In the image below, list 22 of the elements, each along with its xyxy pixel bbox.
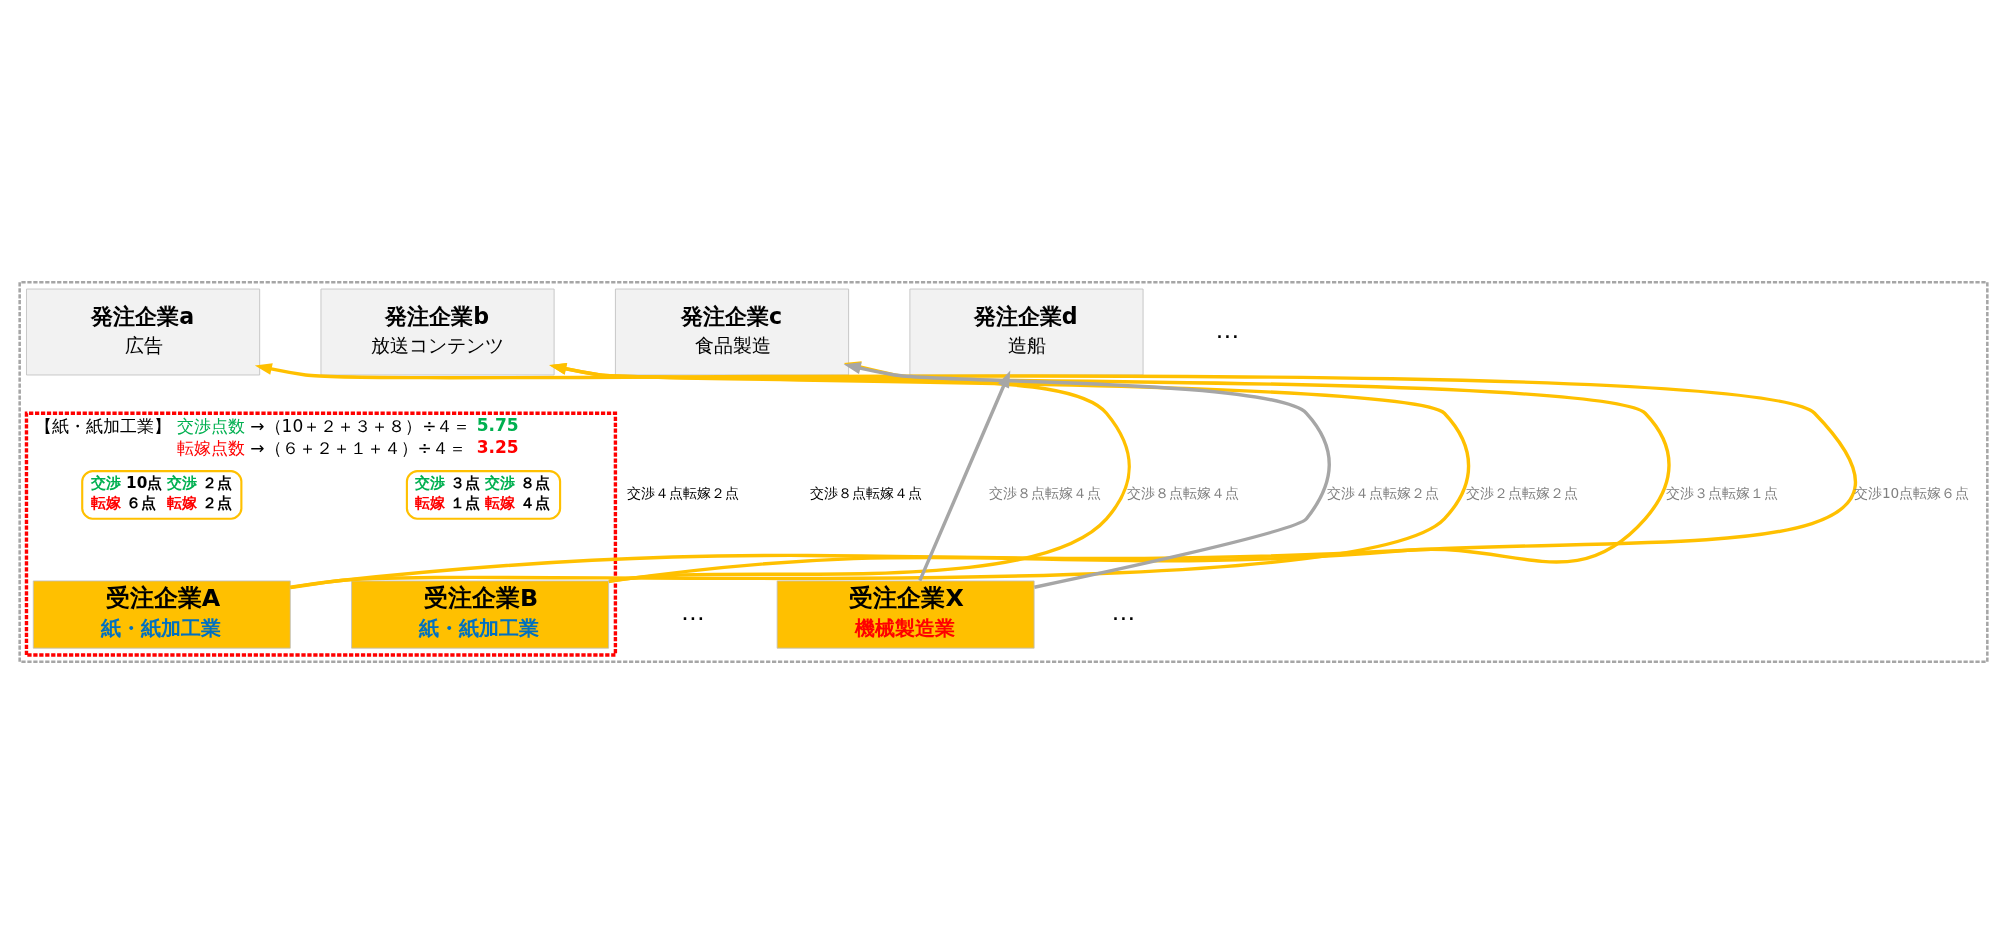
edge-label: 交渉３点転嫁１点 [1666,484,1779,501]
node-box: 発注企業a 広告 [26,288,261,375]
arrow [918,369,1011,581]
edge-label: 交渉８点転嫁４点 [988,484,1101,501]
node-box: 発注企業b 放送コンテンツ [320,288,555,375]
edge-label: 交渉４点転嫁２点 [1326,484,1439,501]
label: … [1111,597,1136,626]
label: … [680,597,705,626]
label: 交渉４点転嫁２点 [627,484,740,501]
edge-label: 交渉８点転嫁４点 [1126,484,1239,501]
edge-label: 交渉２点転嫁２点 [1466,484,1579,501]
node-box: 交渉 10点 交渉 ２点 転嫁 ６点 転嫁 ２点 [81,469,243,520]
label: … [1215,315,1240,344]
node-box: 発注企業d 造船 [909,288,1144,375]
node-box: 受注企業B 紙・紙加工業 [351,580,610,649]
edge-label: 交渉10点転嫁６点 [1853,484,1970,501]
cluster [18,280,1989,663]
label: 交渉８点転嫁４点 [810,484,923,501]
node-box: 発注企業c 食品製造 [615,288,850,375]
node-box: 受注企業X 機械製造業 [776,580,1035,649]
node-box: 受注企業A 紙・紙加工業 [32,580,291,649]
node-box: 交渉 ３点 交渉 ８点 転嫁 １点 転嫁 ４点 [405,469,562,520]
